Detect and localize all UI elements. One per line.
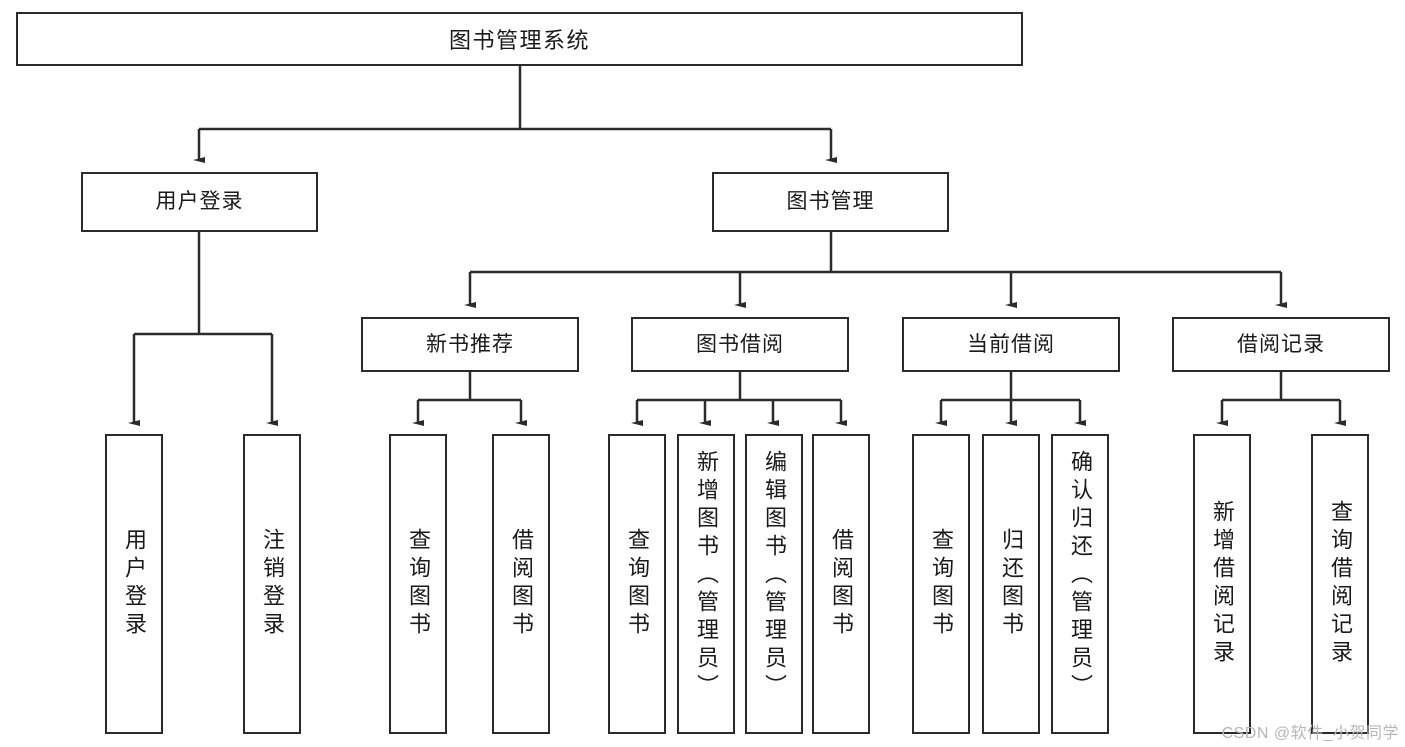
- node-label: 新增图书（管理员）: [694, 450, 719, 702]
- node-label: 查询图书: [625, 528, 650, 640]
- leaf-query-book-current[interactable]: 查询图书: [912, 434, 970, 734]
- node-label: 查询图书: [929, 528, 954, 640]
- node-label: 图书管理: [786, 190, 875, 214]
- node-label: 查询借阅记录: [1328, 500, 1353, 668]
- leaf-query-book-rec[interactable]: 查询图书: [389, 434, 447, 734]
- node-label: 新增借阅记录: [1210, 500, 1235, 668]
- node-book-borrow[interactable]: 图书借阅: [631, 317, 849, 372]
- leaf-query-borrow-record[interactable]: 查询借阅记录: [1311, 434, 1369, 734]
- leaf-query-book-borrow[interactable]: 查询图书: [608, 434, 666, 734]
- node-borrow-record[interactable]: 借阅记录: [1172, 317, 1390, 372]
- node-label: 借阅图书: [829, 528, 854, 640]
- csdn-watermark: CSDN @软件_小贺同学: [1221, 725, 1399, 742]
- node-label: 图书管理系统: [448, 28, 590, 53]
- node-label: 借阅图书: [509, 528, 534, 640]
- leaf-user-logout[interactable]: 注销登录: [243, 434, 301, 734]
- leaf-borrow-book[interactable]: 借阅图书: [812, 434, 870, 734]
- leaf-edit-book-admin[interactable]: 编辑图书（管理员）: [745, 434, 803, 734]
- node-label: 图书借阅: [696, 332, 784, 356]
- leaf-return-book[interactable]: 归还图书: [982, 434, 1040, 734]
- node-current-borrow[interactable]: 当前借阅: [902, 317, 1120, 372]
- node-label: 查询图书: [406, 528, 431, 640]
- node-label: 当前借阅: [967, 332, 1055, 356]
- leaf-user-login[interactable]: 用户登录: [105, 434, 163, 734]
- node-new-book-recommendation[interactable]: 新书推荐: [361, 317, 579, 372]
- node-label: 用户登录: [122, 528, 147, 640]
- leaf-borrow-book-rec[interactable]: 借阅图书: [492, 434, 550, 734]
- node-user-login[interactable]: 用户登录: [81, 172, 318, 232]
- leaf-add-book-admin[interactable]: 新增图书（管理员）: [677, 434, 735, 734]
- node-book-manage[interactable]: 图书管理: [712, 172, 949, 232]
- node-label: 归还图书: [999, 528, 1024, 640]
- node-label: 借阅记录: [1237, 332, 1325, 356]
- node-label: 新书推荐: [426, 332, 514, 356]
- node-label: 编辑图书（管理员）: [762, 450, 787, 702]
- node-label: 用户登录: [155, 190, 244, 214]
- leaf-confirm-return-admin[interactable]: 确认归还（管理员）: [1051, 434, 1109, 734]
- node-label: 确认归还（管理员）: [1068, 450, 1093, 702]
- node-root-book-management-system[interactable]: 图书管理系统: [16, 12, 1023, 66]
- leaf-add-borrow-record[interactable]: 新增借阅记录: [1193, 434, 1251, 734]
- node-label: 注销登录: [260, 528, 285, 640]
